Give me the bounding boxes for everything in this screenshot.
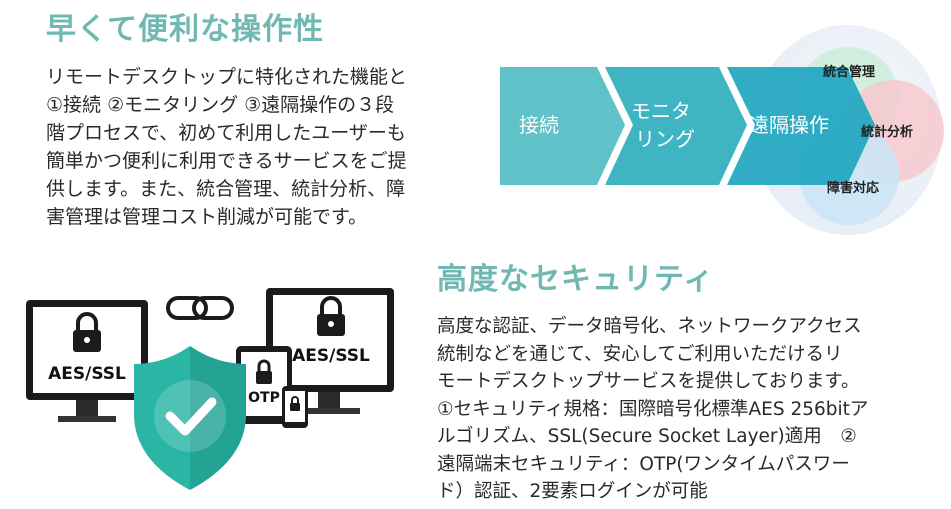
text-line: 害管理は管理コスト削減が可能です。 — [46, 206, 368, 228]
text-line: ド）認証、2要素ログインが可能 — [437, 481, 708, 502]
text-line: リモートデスクトップに特化された機能と — [46, 66, 408, 88]
lock-icon — [73, 312, 101, 352]
text-line: モートデスクトップサービスを提供しております。 — [437, 371, 860, 392]
bubble-label-failure: 障害対応 — [827, 181, 880, 196]
process-diagram: 接続 モニタ リング 遠隔操作 統合管理 統計分析 障害対応 — [497, 25, 951, 240]
usability-description: リモートデスクトップに特化された機能と ①接続 ②モニタリング ③遠隔操作の３段… — [46, 63, 407, 231]
right-monitor — [266, 288, 394, 414]
text-line: ①セキュリティ規格：国際暗号化標準AES 256bitア — [437, 398, 869, 420]
bubble-label-statistics: 統計分析 — [861, 125, 914, 140]
step-label-monitor-2: リング — [635, 127, 695, 151]
bubble-label-integrated: 統合管理 — [823, 65, 876, 80]
section-title-usability: 早くて便利な操作性 — [46, 12, 325, 47]
lock-icon — [317, 296, 345, 336]
process-chevrons — [500, 67, 875, 185]
right-monitor-label: AES/SSL — [292, 346, 370, 366]
chevron-step-2 — [605, 67, 747, 185]
otp-label: OTP — [248, 390, 280, 406]
text-line: ルゴリズム、SSL(Secure Socket Layer)適用 ② — [437, 426, 857, 447]
shield-check-icon — [134, 346, 246, 490]
text-line: 階プロセスで、初めて利用したユーザーも — [46, 122, 406, 144]
left-monitor-label: AES/SSL — [48, 364, 126, 384]
section-title-security: 高度なセキュリティ — [437, 262, 715, 297]
text-line: 簡単かつ便利に利用できるサービスをご提 — [46, 150, 407, 172]
lock-icon — [256, 359, 272, 384]
text-line: 供します。また、統合管理、統計分析、障 — [46, 178, 406, 200]
step-label-remote: 遠隔操作 — [749, 113, 829, 137]
step-label-monitor-1: モニタ — [631, 99, 691, 123]
tablet — [236, 346, 292, 424]
text-line: 遠隔端末セキュリティ：OTP(ワンタイムパスワー — [437, 453, 850, 475]
security-description: 高度な認証、データ暗号化、ネットワークアクセス 統制などを通じて、安心してご利用… — [437, 313, 868, 506]
text-line: ①接続 ②モニタリング ③遠隔操作の３段 — [46, 94, 395, 116]
security-illustration: AES/SSL AES/SSL OTP — [0, 268, 420, 509]
left-monitor — [26, 300, 148, 422]
phone — [282, 386, 308, 428]
text-line: 高度な認証、データ暗号化、ネットワークアクセス — [437, 316, 862, 337]
text-line: 統制などを通じて、安心してご利用いただけるリ — [437, 343, 843, 365]
chevron-step-3 — [727, 67, 875, 185]
step-label-connect: 接続 — [519, 113, 559, 137]
chevron-step-1 — [500, 67, 625, 185]
security-graphic: AES/SSL AES/SSL OTP — [26, 288, 394, 490]
chain-link-icon — [166, 296, 234, 320]
